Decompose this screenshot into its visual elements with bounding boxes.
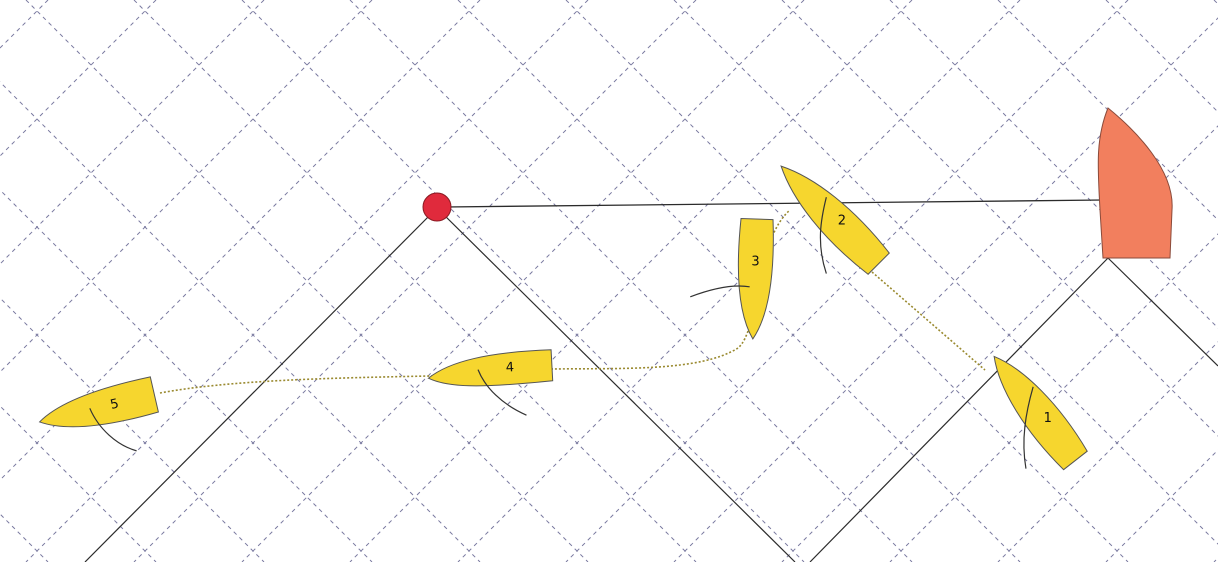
grid-line	[0, 0, 264, 562]
boat-3: 3	[689, 217, 774, 340]
grid-line	[0, 0, 156, 562]
boat-1-hull	[980, 345, 1089, 471]
start-line	[445, 200, 1103, 207]
grid-line	[0, 0, 156, 562]
grid-line	[998, 0, 1218, 562]
boat-3-label: 3	[751, 255, 759, 270]
grid-line	[0, 0, 48, 562]
grid-line	[0, 0, 372, 562]
grid-line	[782, 0, 1218, 562]
grid-line	[0, 0, 372, 562]
grid-line	[998, 0, 1218, 562]
grid-line	[890, 0, 1218, 562]
grid-line	[1106, 0, 1218, 562]
boat-1-label: 1	[1044, 411, 1052, 426]
boat-2-hull	[768, 153, 891, 276]
pin-end-mark-icon	[423, 193, 451, 221]
boat-4-label: 4	[505, 360, 514, 375]
grid-line	[890, 0, 1218, 562]
grid-line	[1106, 0, 1218, 562]
boat-1: 1	[959, 345, 1089, 487]
boat-5: 5	[35, 377, 166, 471]
grid-line	[1214, 0, 1218, 562]
grid-line	[782, 0, 1218, 562]
committee-boat-icon	[1098, 108, 1172, 258]
boat-4: 4	[427, 350, 554, 420]
boat-4-hull	[427, 350, 553, 389]
grid-line	[0, 0, 48, 562]
committee-port-layline	[810, 258, 1108, 562]
boat-3-hull	[736, 218, 775, 339]
grid-line	[1214, 0, 1218, 562]
boat-2-label: 2	[838, 214, 846, 229]
boat-5-hull	[35, 377, 158, 439]
grid-line	[0, 0, 264, 562]
